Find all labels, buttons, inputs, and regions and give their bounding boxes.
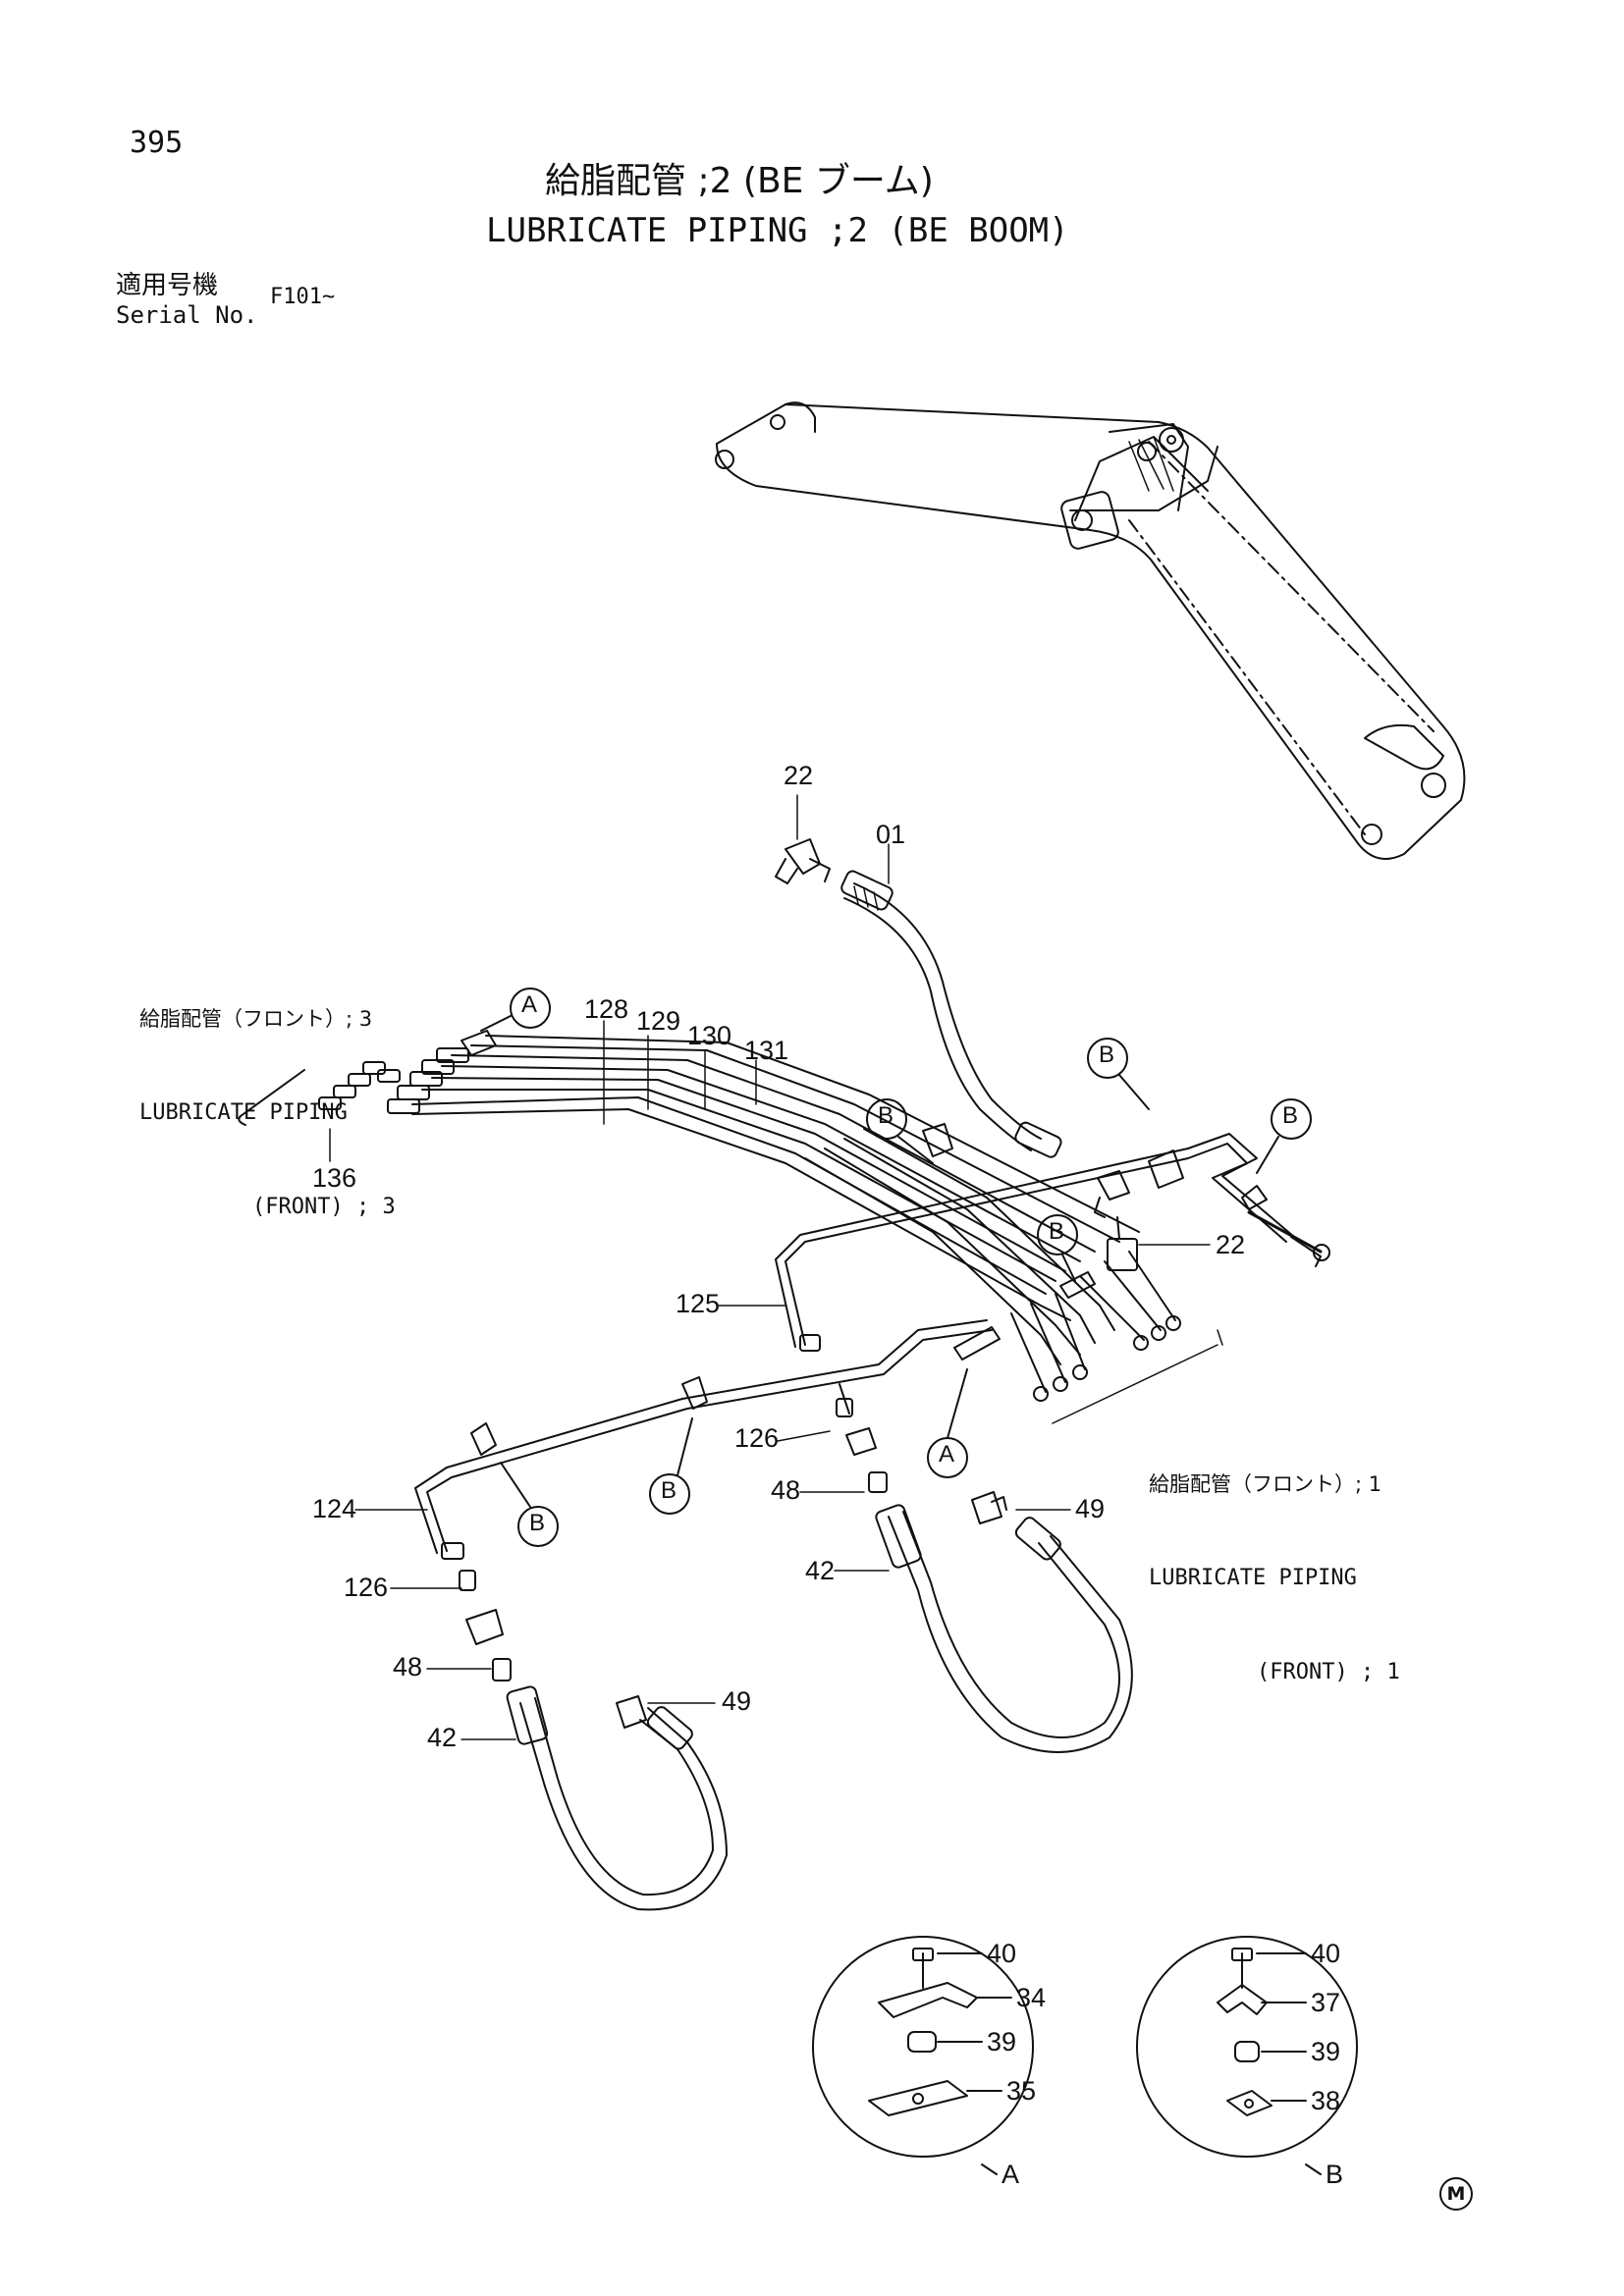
boom-drawing xyxy=(715,401,1466,860)
hose-42-left xyxy=(506,1685,728,1911)
detail-b-callout-40: 40 xyxy=(1311,1939,1341,1968)
detail-a xyxy=(812,1936,1034,2175)
marker-a-1: A xyxy=(521,991,538,1018)
hose-01 xyxy=(840,870,1062,1158)
clamp-marker-circles xyxy=(510,988,1312,1547)
callout-128: 128 xyxy=(584,994,629,1024)
reference-front-1-en1: LUBRICATE PIPING xyxy=(1149,1566,1357,1590)
marker-b-2: B xyxy=(1099,1041,1115,1068)
callout-42-right: 42 xyxy=(805,1556,836,1585)
callout-126-left: 126 xyxy=(344,1573,389,1602)
pipe-clamps xyxy=(470,1271,1096,1456)
detail-b-callout-39: 39 xyxy=(1311,2037,1341,2066)
left-fittings xyxy=(318,1030,497,1114)
reference-front-3-en1: LUBRICATE PIPING xyxy=(139,1100,348,1125)
pipe-125 xyxy=(775,1133,1322,1352)
marker-leaders xyxy=(480,1015,1279,1508)
left-lower-fittings xyxy=(459,1570,647,1729)
detail-b-callout-38: 38 xyxy=(1311,2086,1341,2115)
callout-124: 124 xyxy=(312,1494,357,1523)
detail-a-callout-35: 35 xyxy=(1006,2076,1037,2106)
callout-48-left: 48 xyxy=(393,1652,423,1682)
mark-m: M xyxy=(1439,2177,1473,2211)
callout-42-left: 42 xyxy=(427,1723,458,1752)
callout-49-right: 49 xyxy=(1075,1494,1106,1523)
tube-bundle xyxy=(238,1030,1181,1402)
marker-b-4: B xyxy=(1049,1218,1065,1245)
title-japanese: 給脂配管 ;2 (BE ブーム) xyxy=(545,161,934,201)
detail-b-label: B xyxy=(1326,2160,1344,2189)
elbow-22-mid xyxy=(1094,1170,1138,1271)
reference-front-1-jp: 給脂配管（フロント）; 1 xyxy=(1149,1472,1382,1496)
standalone-clamps xyxy=(922,1123,1330,1261)
callout-48-right: 48 xyxy=(771,1475,801,1505)
detail-a-callout-34: 34 xyxy=(1016,1983,1047,2012)
detail-b xyxy=(1136,1936,1358,2175)
callout-131: 131 xyxy=(744,1036,789,1065)
marker-b-3: B xyxy=(1282,1102,1299,1129)
callout-130: 130 xyxy=(687,1021,732,1050)
detail-a-callout-39: 39 xyxy=(987,2027,1017,2056)
marker-a-2: A xyxy=(939,1441,955,1468)
callout-126-right: 126 xyxy=(734,1423,780,1453)
reference-front-3-jp: 給脂配管（フロント）; 3 xyxy=(139,1007,373,1031)
reference-front-1: 給脂配管（フロント）; 1 LUBRICATE PIPING (FRONT) ;… xyxy=(1149,1406,1400,1720)
callout-49-left: 49 xyxy=(722,1686,752,1716)
marker-b-1: B xyxy=(878,1102,894,1129)
detail-a-label: A xyxy=(1001,2160,1020,2189)
reference-front-3-en2: (FRONT) ; 3 xyxy=(252,1195,396,1219)
detail-a-callout-40: 40 xyxy=(987,1939,1017,1968)
serial-label-english: Serial No. xyxy=(116,301,258,329)
marker-b-5: B xyxy=(661,1477,677,1504)
reference-front-1-en2: (FRONT) ; 1 xyxy=(1257,1660,1400,1684)
callout-01: 01 xyxy=(876,820,906,849)
callout-125: 125 xyxy=(676,1289,721,1318)
elbow-22-top xyxy=(775,838,831,884)
page-number: 395 xyxy=(130,126,184,160)
callout-22-top: 22 xyxy=(784,761,814,790)
callout-136: 136 xyxy=(312,1163,357,1193)
pipe-124 xyxy=(414,1319,993,1560)
callout-129: 129 xyxy=(636,1006,681,1036)
right-fittings xyxy=(836,1383,1007,1524)
callout-22-mid: 22 xyxy=(1216,1230,1246,1259)
title-english: LUBRICATE PIPING ;2 (BE BOOM) xyxy=(486,211,1069,250)
serial-value: F101~ xyxy=(270,285,336,309)
callout-leaders xyxy=(329,794,1223,1740)
marker-b-6: B xyxy=(529,1510,546,1536)
reference-front-3: 給脂配管（フロント）; 3 LUBRICATE PIPING (FRONT) ;… xyxy=(139,940,396,1255)
serial-label-japanese: 適用号機 xyxy=(116,271,219,300)
detail-b-callout-37: 37 xyxy=(1311,1988,1341,2017)
hose-42-right xyxy=(875,1504,1133,1753)
